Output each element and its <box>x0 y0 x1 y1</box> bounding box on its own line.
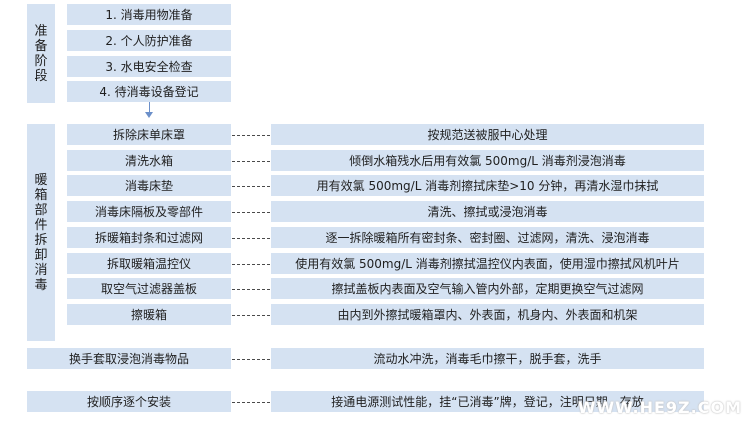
connector-dash <box>232 212 270 213</box>
watermark: WWW.HE9Z.COM <box>577 398 742 417</box>
disassembly-phase-label: 暖箱部件拆卸消毒 <box>27 124 55 341</box>
prep-step-1: 1. 消毒用物准备 <box>67 4 231 25</box>
connector-dash <box>232 289 270 290</box>
step-right-7: 擦拭盖板内表面及空气输入管内外部，定期更换空气过滤网 <box>271 278 704 299</box>
connector-dash <box>232 135 270 136</box>
glove-detail: 流动水冲洗，消毒毛巾擦干，脱手套，洗手 <box>271 348 704 369</box>
step-right-6: 使用有效氯 500mg/L 消毒剂擦拭温控仪内表面，使用湿巾擦拭风机叶片 <box>271 253 704 274</box>
flow-arrow-line <box>149 102 150 113</box>
prep-phase-label: 准备阶段 <box>27 4 55 103</box>
connector-dash <box>232 238 270 239</box>
step-left-1: 拆除床单床罩 <box>67 124 231 145</box>
connector-dash <box>232 264 270 265</box>
step-left-2: 清洗水箱 <box>67 150 231 171</box>
connector-dash <box>232 359 270 360</box>
step-right-4: 清洗、擦拭或浸泡消毒 <box>271 201 704 222</box>
step-right-3: 用有效氯 500mg/L 消毒剂擦拭床垫>10 分钟，再清水湿巾抹拭 <box>271 175 704 196</box>
install-detail: 接通电源测试性能，挂“已消毒”牌，登记，注明日期，存放 <box>271 391 704 412</box>
step-right-2: 倾倒水箱残水后用有效氯 500mg/L 消毒剂浸泡消毒 <box>271 150 704 171</box>
step-left-5: 拆暖箱封条和过滤网 <box>67 227 231 248</box>
step-right-1: 按规范送被服中心处理 <box>271 124 704 145</box>
glove-step: 换手套取浸泡消毒物品 <box>27 348 231 369</box>
step-right-8: 由内到外擦拭暖箱罩内、外表面，机身内、外表面和机架 <box>271 304 704 325</box>
step-left-8: 擦暖箱 <box>67 304 231 325</box>
step-left-6: 拆取暖箱温控仪 <box>67 253 231 274</box>
connector-dash <box>232 161 270 162</box>
prep-step-2: 2. 个人防护准备 <box>67 30 231 51</box>
flow-arrow-head <box>145 112 153 118</box>
step-left-4: 消毒床隔板及零部件 <box>67 201 231 222</box>
step-left-3: 消毒床垫 <box>67 175 231 196</box>
connector-dash <box>232 186 270 187</box>
disassembly-phase-text: 暖箱部件拆卸消毒 <box>34 172 48 293</box>
prep-phase-text: 准备阶段 <box>34 23 48 84</box>
connector-dash <box>232 402 270 403</box>
prep-step-4: 4. 待消毒设备登记 <box>67 81 231 102</box>
step-left-7: 取空气过滤器盖板 <box>67 278 231 299</box>
prep-step-3: 3. 水电安全检查 <box>67 56 231 77</box>
step-right-5: 逐一拆除暖箱所有密封条、密封圈、过滤网，清洗、浸泡消毒 <box>271 227 704 248</box>
install-step: 按顺序逐个安装 <box>27 391 231 412</box>
connector-dash <box>232 315 270 316</box>
